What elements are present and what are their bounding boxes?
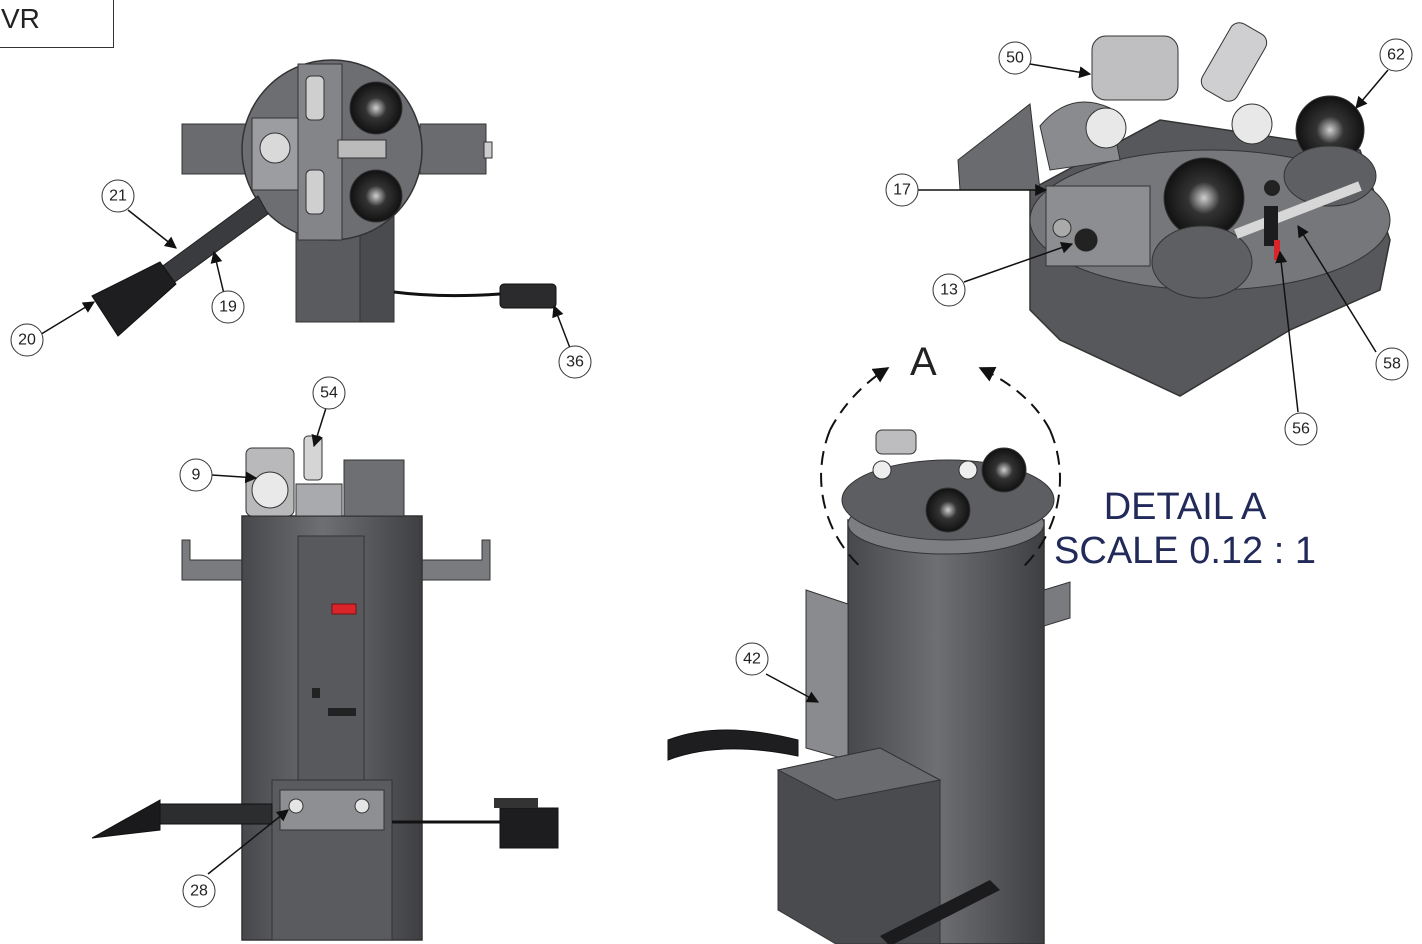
callout-28: 28 — [182, 874, 216, 908]
side-bracket-right — [419, 123, 487, 175]
svg-text:13: 13 — [940, 282, 958, 299]
callout-19: 19 — [211, 290, 245, 324]
svg-text:54: 54 — [320, 385, 338, 402]
callout-13: 13 — [932, 273, 966, 307]
detail-scale: SCALE 0.12 : 1 — [1054, 530, 1316, 572]
iso-view — [667, 367, 1071, 944]
detail-letter: A — [910, 340, 937, 384]
callout-9: 9 — [179, 458, 213, 492]
callout-17: 17 — [885, 173, 919, 207]
callout-58: 58 — [1375, 347, 1409, 381]
leader-lines — [37, 63, 1389, 875]
callout-36: 36 — [558, 345, 592, 379]
nozzle-top — [91, 261, 177, 337]
svg-text:21: 21 — [109, 188, 127, 205]
red-indicator — [331, 603, 357, 615]
svg-text:20: 20 — [18, 332, 36, 349]
callout-20: 20 — [10, 323, 44, 357]
detail-circle — [820, 429, 865, 571]
plug-front — [499, 807, 559, 849]
callout-62: 62 — [1379, 38, 1413, 72]
top-view — [91, 59, 557, 337]
svg-text:42: 42 — [743, 651, 761, 668]
svg-text:28: 28 — [190, 883, 208, 900]
callout-54: 54 — [312, 376, 346, 410]
svg-text:19: 19 — [219, 299, 237, 316]
callout-21: 21 — [101, 179, 135, 213]
callout-50: 50 — [998, 41, 1032, 75]
detail-title: DETAIL A — [1103, 486, 1267, 528]
svg-text:62: 62 — [1387, 47, 1405, 64]
callout-56: 56 — [1284, 412, 1318, 446]
svg-text:17: 17 — [893, 182, 911, 199]
plug-top — [499, 283, 557, 309]
callout-42: 42 — [735, 642, 769, 676]
hose-top — [159, 195, 269, 285]
svg-text:50: 50 — [1006, 50, 1024, 67]
svg-text:9: 9 — [192, 467, 201, 484]
svg-text:56: 56 — [1292, 421, 1310, 438]
view-label: VR — [1, 3, 40, 34]
detail-a-view — [957, 22, 1391, 397]
front-view — [91, 435, 559, 941]
view-label-box: VR — [0, 0, 114, 48]
svg-text:36: 36 — [566, 354, 584, 371]
svg-text:58: 58 — [1383, 356, 1401, 373]
callouts: 21 19 20 36 54 9 28 42 50 62 17 13 58 56 — [10, 38, 1413, 908]
